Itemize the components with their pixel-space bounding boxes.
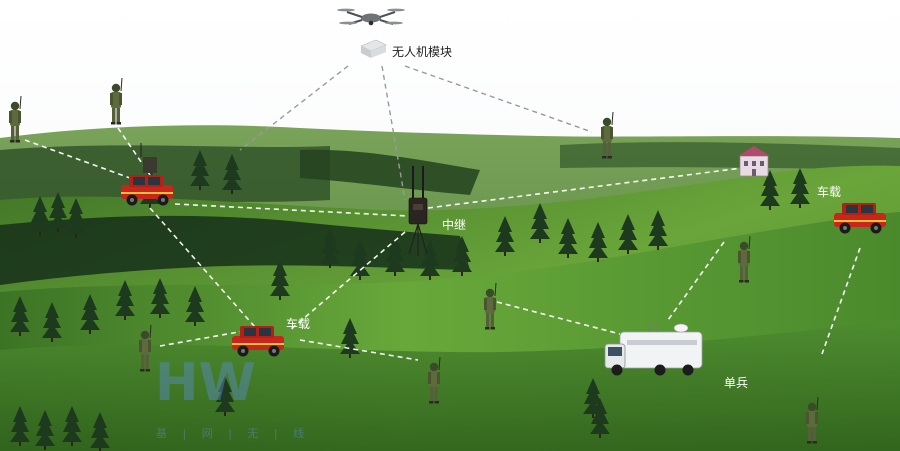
soldier-label: 单兵 (724, 376, 748, 390)
svg-text:HW: HW (155, 353, 256, 413)
network-links (24, 65, 861, 361)
drone-module-label: 无人机模块 (392, 45, 452, 59)
relay-label: 中继 (442, 217, 466, 232)
relay-radio-icon (408, 166, 428, 256)
vehicle-label-left: 车载 (286, 316, 310, 331)
svg-text:基 | 网 | 无 | 线: 基 | 网 | 无 | 线 (156, 426, 310, 440)
vehicle-label-right: 车载 (817, 184, 841, 199)
drone-icon (337, 8, 405, 26)
watermark-logo: HW 基 | 网 | 无 | 线 (155, 353, 310, 440)
vehicle-icon (121, 143, 173, 206)
building-icon (738, 146, 770, 177)
forest-valley (0, 215, 470, 285)
command-truck-icon (604, 322, 703, 376)
module-icon (360, 39, 387, 58)
